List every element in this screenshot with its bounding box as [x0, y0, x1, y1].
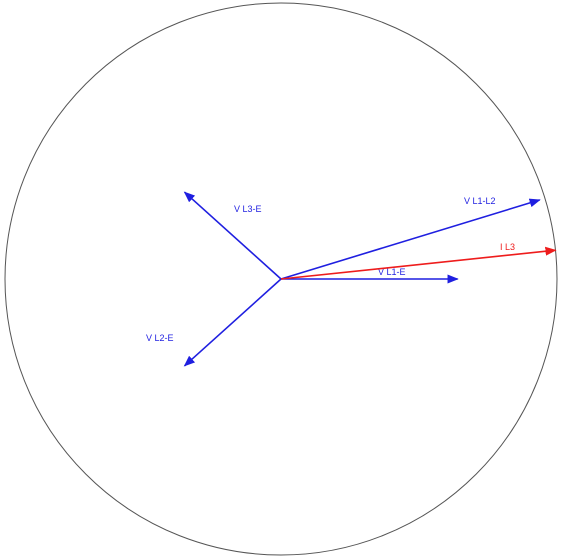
phasor-v-l2-e: [183, 278, 282, 367]
phasor-group: V L1-E V L2-E V L3-E V L1-L2 I L3: [146, 191, 557, 367]
phasor-v-l3-e: [183, 191, 282, 280]
phasor-label-i-l3: I L3: [500, 242, 515, 252]
phasor-label-v-l1-e: V L1-E: [378, 267, 406, 277]
phasor-i-l3: [280, 246, 557, 280]
phasor-label-v-l1-l2: V L1-L2: [464, 196, 496, 206]
phasor-v-l1-l2: [280, 198, 541, 280]
phasor-label-v-l3-e: V L3-E: [234, 204, 262, 214]
unit-circle: [4, 2, 558, 556]
phasor-label-v-l2-e: V L2-E: [146, 333, 174, 343]
